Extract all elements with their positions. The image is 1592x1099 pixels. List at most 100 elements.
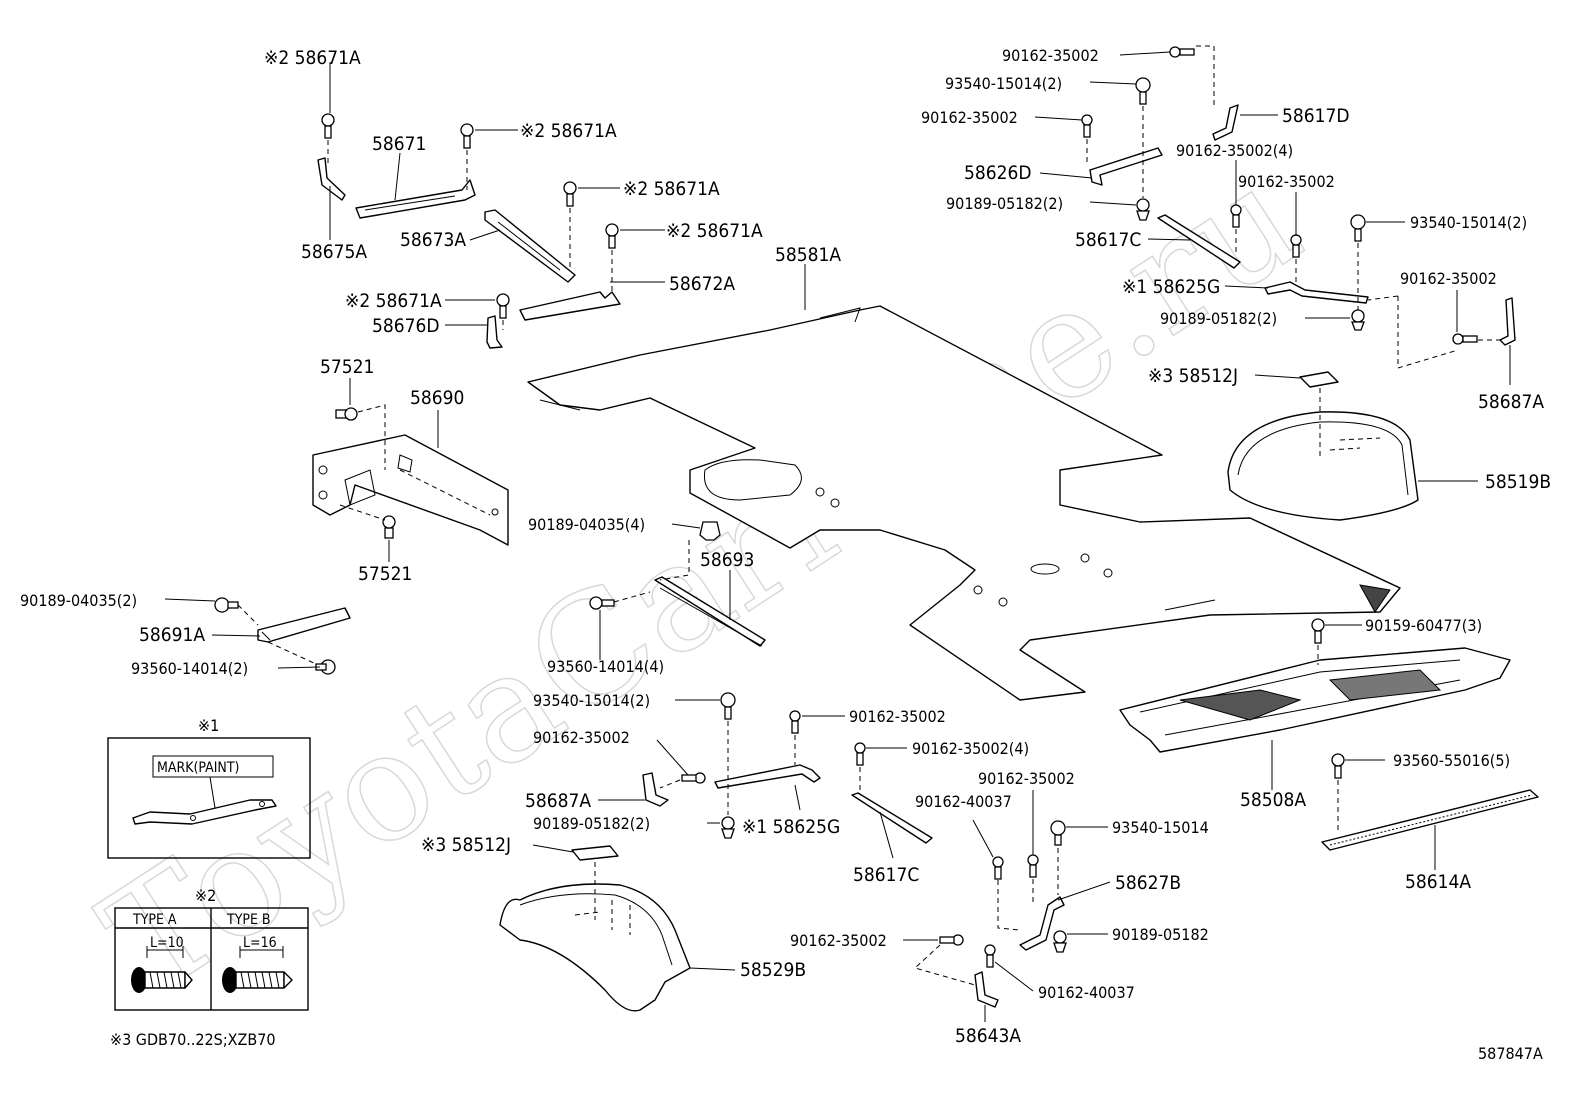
label-90162-35002: 90162-35002 [533,728,630,747]
leader-lines [164,51,1511,1022]
bolt-icon [681,692,866,839]
label-58693: 58693 [700,549,754,571]
label-93560-55016: 93560-55016(5) [1393,751,1510,770]
bracket-58617C-top [1157,214,1241,269]
label-58672A: 58672A [669,273,735,295]
label-90189-05182: 90189-05182(2) [1160,309,1277,328]
label-58690: 58690 [410,387,464,409]
bracket-58617C-center [851,792,933,844]
label-93540-15014: 93540-15014 [1112,818,1209,837]
label-58691A: 58691A [139,624,205,646]
label-58626D: 58626D [964,162,1032,184]
bolt-icon [1050,618,1345,846]
type-b: TYPE B [226,912,271,928]
clip-icon [589,521,721,610]
bracket-58671 [355,179,476,219]
label-58617C: 58617C [1075,229,1141,251]
label-90162-40037: 90162-40037 [915,792,1012,811]
label-58671: 58671 [372,133,426,155]
label-58687A: 58687A [1478,391,1544,413]
label-58512J: ※3 58512J [421,834,511,856]
label-90162-35002: 90162-35002(4) [1176,141,1293,160]
label-90159-60477: 90159-60477(3) [1365,616,1482,635]
bracket-58675A [317,157,346,201]
label-90162-35002: 90162-35002(4) [912,739,1029,758]
note1-label: MARK(PAINT) [157,760,239,776]
note3: ※3 GDB70..22S;XZB70 [110,1030,276,1049]
clip-57521-a [335,407,358,421]
bracket-58687A-right [1499,297,1516,346]
label-58673A: 58673A [400,229,466,251]
label-58617C: 58617C [853,864,919,886]
label-90189-05182: 90189-05182(2) [533,814,650,833]
label-58675A: 58675A [301,241,367,263]
label-58508A: 58508A [1240,789,1306,811]
label-58671A: ※2 58671A [345,290,442,312]
bolt-icon [214,597,336,675]
bracket-58617D [1212,104,1239,141]
label-93540-15014: 93540-15014(2) [533,691,650,710]
label-93540-15014: 93540-15014(2) [1410,213,1527,232]
bracket-58626D [1089,147,1163,186]
label-57521: 57521 [320,356,374,378]
label-90162-35002: 90162-35002 [849,707,946,726]
strip-58693 [654,576,766,647]
floor-panel-58581A [527,305,1401,701]
label-58519B: 58519B [1485,471,1551,493]
note2-box: ※2 TYPE A TYPE B L=10 L=16 [114,886,309,1011]
bolt-icon [321,113,619,319]
bracket-58672A [519,291,621,321]
note1-mark: ※1 [198,716,219,735]
label-58617D: 58617D [1282,105,1350,127]
housing-58529B [499,862,691,1012]
pad-58512J-right [1299,371,1339,388]
label-58643A: 58643A [955,1025,1021,1047]
label-58671A: ※2 58671A [264,47,361,69]
label-90162-35002: 90162-35002 [790,931,887,950]
label-90189-04035: 90189-04035(4) [528,515,645,534]
bolt-icon [1081,46,1478,345]
label-90162-35002: 90162-35002 [1400,269,1497,288]
label-58581A: 58581A [775,244,841,266]
label-90162-40037: 90162-40037 [1038,983,1135,1002]
screw-type-a-icon [131,967,193,993]
bracket-58627B [1019,896,1065,951]
label-58687A: 58687A [525,790,591,812]
screw-type-b-icon [222,967,293,993]
pad-58512J-left [571,845,619,861]
label-90162-35002: 90162-35002 [1002,46,1099,65]
label-90162-35002: 90162-35002 [921,108,1018,127]
note2-mark: ※2 [195,886,216,905]
length-a: L=10 [150,935,184,951]
label-90162-35002: 90162-35002 [1238,172,1335,191]
label-58512J: ※3 58512J [1148,365,1238,387]
cover-58519B [1227,388,1419,521]
strip-58614A [1321,789,1539,851]
bolt-icon [939,854,1067,968]
label-58627B: 58627B [1115,872,1181,894]
label-93560-14014: 93560-14014(2) [131,659,248,678]
label-58625G: ※1 58625G [1122,276,1220,298]
undercover-58508A [1119,647,1511,753]
label-58671A: ※2 58671A [623,178,720,200]
label-57521: 57521 [358,563,412,585]
bracket-58625G-center [714,764,821,789]
label-90162-35002: 90162-35002 [978,769,1075,788]
label-58529B: 58529B [740,959,806,981]
label-58614A: 58614A [1405,871,1471,893]
part-labels: ※2 58671A 58671 ※2 58671A ※2 58671A ※2 5… [20,46,1551,1047]
label-58671A: ※2 58671A [666,220,763,242]
length-b: L=16 [243,935,277,951]
side-panel-58690 [312,434,509,546]
note1-box: ※1 MARK(PAINT) [107,716,311,859]
figure-id: 587847A [1478,1044,1543,1063]
type-a: TYPE A [132,912,177,928]
label-90189-04035: 90189-04035(2) [20,591,137,610]
bracket-58691A [257,607,351,643]
label-58676D: 58676D [372,315,440,337]
bracket-58673A [484,209,576,283]
bracket-58687A-center [642,772,669,807]
bracket-58643A [974,971,999,1008]
bracket-58625G-top [1264,281,1369,304]
